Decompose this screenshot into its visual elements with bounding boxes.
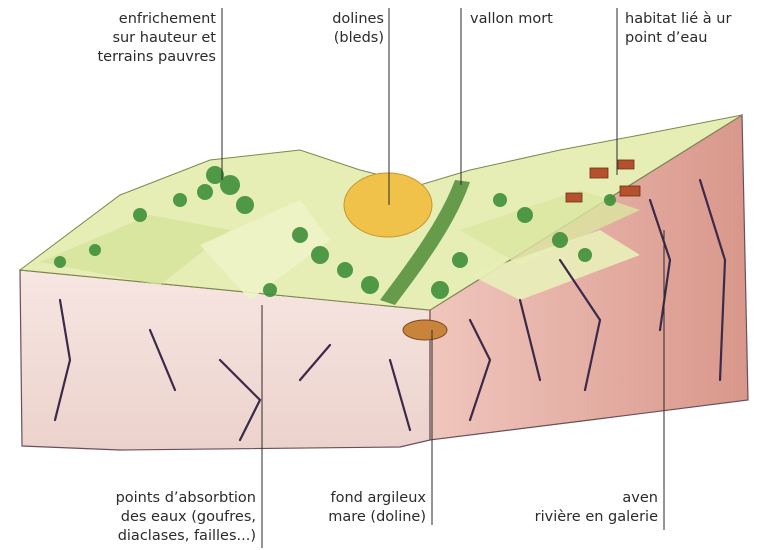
label-line: sur hauteur et	[40, 29, 216, 48]
label-line: vallon mort	[470, 10, 600, 29]
label-habitat: habitat lié à ur point d’eau	[625, 10, 761, 48]
label-line: points d’absorbtion	[60, 489, 256, 508]
label-points-absorbtion: points d’absorbtion des eaux (goufres, d…	[60, 489, 256, 546]
doline-field	[344, 173, 432, 237]
label-line: des eaux (goufres,	[60, 508, 256, 527]
label-aven: aven rivière en galerie	[490, 489, 658, 527]
label-line: enfrichement	[40, 10, 216, 29]
label-line: dolines	[280, 10, 384, 29]
label-line: point d’eau	[625, 29, 761, 48]
label-vallon-mort: vallon mort	[470, 10, 600, 29]
label-line: terrains pauvres	[40, 48, 216, 67]
label-enfrichement: enfrichement sur hauteur et terrains pau…	[40, 10, 216, 67]
label-line: diaclases, failles...)	[60, 527, 256, 546]
label-fond-argileux: fond argileux mare (doline)	[290, 489, 426, 527]
label-line: aven	[490, 489, 658, 508]
label-line: habitat lié à ur	[625, 10, 761, 29]
clay-pond	[403, 320, 447, 340]
label-line: mare (doline)	[290, 508, 426, 527]
label-dolines: dolines (bleds)	[280, 10, 384, 48]
label-line: (bleds)	[280, 29, 384, 48]
label-line: fond argileux	[290, 489, 426, 508]
label-line: rivière en galerie	[490, 508, 658, 527]
